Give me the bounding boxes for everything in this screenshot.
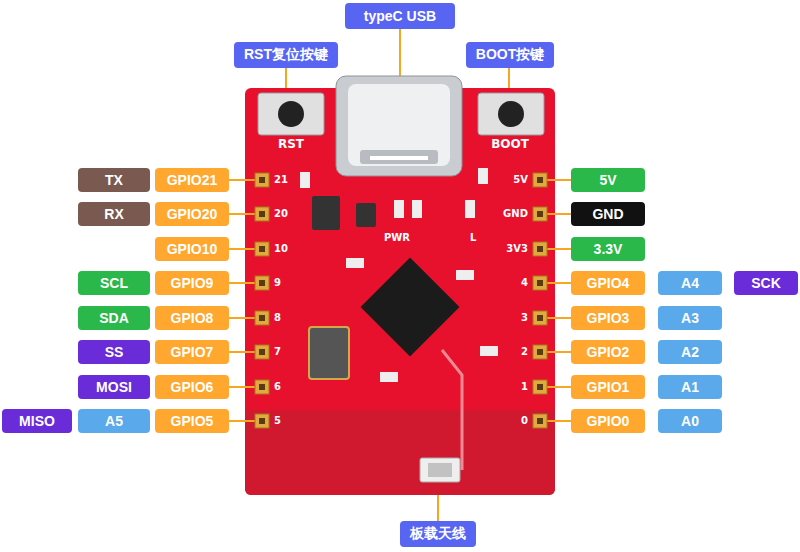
pin-label-text: GPIO1 (587, 379, 630, 395)
silkscreen-label: 1 (521, 381, 528, 393)
silkscreen-label: BOOT (491, 138, 529, 150)
pin-label-text: 板载天线 (410, 525, 466, 543)
silkscreen-label: 21 (274, 174, 288, 186)
pin-label-box: SCL (78, 271, 150, 295)
pin-label-text: GND (592, 206, 623, 222)
pin-label-text: TX (105, 172, 123, 188)
silkscreen-label: 3V3 (506, 243, 528, 255)
pin-label-text: GPIO3 (587, 310, 630, 326)
pin-label-text: GPIO6 (171, 379, 214, 395)
pin-label-box: A3 (658, 306, 722, 330)
pin-label-text: A0 (681, 413, 699, 429)
pin-label-text: A5 (105, 413, 123, 429)
pin-label-box: A0 (658, 409, 722, 433)
pin-label-text: SS (105, 344, 124, 360)
pin-label-box: A4 (658, 271, 722, 295)
pin-label-text: SCK (751, 275, 781, 291)
pin-label-box: GPIO10 (155, 237, 229, 261)
pin-label-box: A2 (658, 340, 722, 364)
silkscreen-label: GND (503, 208, 528, 220)
pin-label-text: SDA (99, 310, 129, 326)
pin-label-box: 板载天线 (400, 521, 476, 547)
pin-label-text: RX (104, 206, 123, 222)
pin-label-box: SDA (78, 306, 150, 330)
silkscreen-label: 7 (274, 346, 281, 358)
pin-label-box: RST复位按键 (234, 42, 338, 68)
silkscreen-label: 10 (274, 243, 288, 255)
pin-label-text: GPIO4 (587, 275, 630, 291)
silkscreen-label: 5V (513, 174, 528, 186)
pin-label-text: A1 (681, 379, 699, 395)
pin-label-box: A5 (78, 409, 150, 433)
pin-label-box: RX (78, 202, 150, 226)
pin-label-box: TX (78, 168, 150, 192)
silkscreen-label: 4 (521, 277, 528, 289)
pin-label-text: A2 (681, 344, 699, 360)
silkscreen-label: L (470, 232, 476, 244)
pin-label-text: GPIO2 (587, 344, 630, 360)
pin-label-box: 3.3V (571, 237, 645, 261)
pin-label-box: BOOT按键 (466, 42, 554, 68)
pin-label-text: GPIO8 (171, 310, 214, 326)
silkscreen-label: 20 (274, 208, 288, 220)
pin-label-text: GPIO10 (167, 241, 218, 257)
pin-label-box: GPIO2 (571, 340, 645, 364)
silkscreen-label: PWR (384, 232, 410, 244)
silkscreen-label: 8 (274, 312, 281, 324)
pin-label-box: GND (571, 202, 645, 226)
pin-label-box: GPIO8 (155, 306, 229, 330)
pin-label-box: GPIO7 (155, 340, 229, 364)
silkscreen-label: 9 (274, 277, 281, 289)
pin-label-box: GPIO3 (571, 306, 645, 330)
pin-label-text: A4 (681, 275, 699, 291)
pin-label-box: MISO (2, 409, 72, 433)
pin-label-box: GPIO21 (155, 168, 229, 192)
pin-label-text: 5V (599, 172, 616, 188)
pin-label-text: A3 (681, 310, 699, 326)
pin-label-box: A1 (658, 375, 722, 399)
pin-label-text: RST复位按键 (244, 46, 328, 64)
pin-label-text: GPIO21 (167, 172, 218, 188)
silkscreen-label: 5 (274, 415, 281, 427)
pin-label-text: SCL (100, 275, 128, 291)
pin-label-box: MOSI (78, 375, 150, 399)
pin-label-box: typeC USB (345, 3, 455, 29)
silkscreen-label: 2 (521, 346, 528, 358)
pin-label-box: GPIO20 (155, 202, 229, 226)
pin-label-box: SS (78, 340, 150, 364)
pin-label-text: MISO (19, 413, 55, 429)
pin-label-box: SCK (734, 271, 798, 295)
pin-label-box: GPIO4 (571, 271, 645, 295)
pin-label-box: GPIO6 (155, 375, 229, 399)
pin-label-text: GPIO7 (171, 344, 214, 360)
pin-label-box: GPIO1 (571, 375, 645, 399)
pin-label-text: MOSI (96, 379, 132, 395)
pin-label-box: GPIO0 (571, 409, 645, 433)
silkscreen-label: 6 (274, 381, 281, 393)
pin-label-text: GPIO20 (167, 206, 218, 222)
silkscreen-label: 0 (521, 415, 528, 427)
silkscreen-label: 3 (521, 312, 528, 324)
pin-label-text: GPIO5 (171, 413, 214, 429)
pin-label-box: GPIO9 (155, 271, 229, 295)
pin-label-text: GPIO9 (171, 275, 214, 291)
pin-label-box: 5V (571, 168, 645, 192)
pin-label-text: GPIO0 (587, 413, 630, 429)
pin-label-text: 3.3V (594, 241, 623, 257)
pin-label-text: typeC USB (364, 8, 436, 24)
pin-label-text: BOOT按键 (476, 46, 544, 64)
pin-label-box: GPIO5 (155, 409, 229, 433)
silkscreen-label: RST (278, 138, 304, 150)
